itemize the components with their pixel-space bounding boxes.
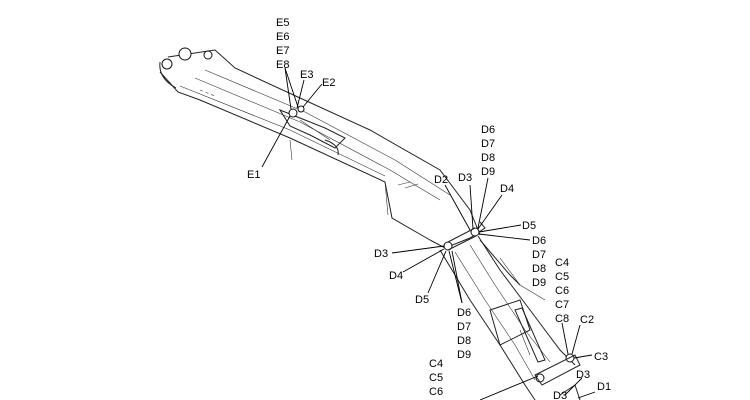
callout-e6: E6 — [276, 31, 289, 43]
callout-c4-left: C4 — [429, 358, 443, 370]
callout-c6-right: C6 — [555, 285, 569, 297]
callout-d8-mid: D8 — [457, 335, 471, 347]
callout-e2: E2 — [322, 77, 335, 89]
callout-d6-top: D6 — [481, 124, 495, 136]
e-pin-icon — [297, 105, 305, 113]
callout-d5-right: D5 — [522, 220, 536, 232]
callout-c4-right: C4 — [555, 257, 569, 269]
callout-e3: E3 — [300, 69, 313, 81]
callout-labels: E5 E6 E7 E8 E3 E2 E1 D6 D7 D8 D9 D2 D3 D… — [247, 17, 611, 400]
callout-c5-right: C5 — [555, 271, 569, 283]
callout-c2: C2 — [580, 314, 594, 326]
callout-d7-right: D7 — [532, 249, 546, 261]
callout-d7-top: D7 — [481, 138, 495, 150]
callout-d3-top: D3 — [458, 172, 472, 184]
callout-d9-right: D9 — [532, 277, 546, 289]
callout-d3-bottom-b: D3 — [553, 390, 567, 400]
leader-lines — [261, 67, 596, 400]
callout-c6-left: C6 — [429, 386, 443, 398]
callout-d4-left: D4 — [389, 270, 403, 282]
callout-c5-left: C5 — [429, 372, 443, 384]
callout-d8-top: D8 — [481, 152, 495, 164]
boom-body — [159, 47, 481, 241]
boom-head — [429, 221, 486, 251]
callout-d5-left: D5 — [415, 294, 429, 306]
callout-d2: D2 — [434, 174, 448, 186]
callout-c7-right: C7 — [555, 299, 569, 311]
foot-pin-icon — [161, 58, 173, 70]
callout-e1: E1 — [247, 169, 260, 181]
callout-d1: D1 — [597, 381, 611, 393]
callout-d7-mid: D7 — [457, 321, 471, 333]
callout-d9-mid: D9 — [457, 349, 471, 361]
callout-e7: E7 — [276, 45, 289, 57]
foot-pin-icon — [178, 47, 192, 61]
callout-d8-right: D8 — [532, 263, 546, 275]
e-pin-icon — [288, 108, 298, 118]
callout-d4-top: D4 — [500, 183, 514, 195]
foot-pin-icon — [203, 50, 213, 60]
callout-d3-left: D3 — [374, 248, 388, 260]
callout-c8-right: C8 — [555, 313, 569, 325]
callout-d3-bottom-a: D3 — [576, 369, 590, 381]
callout-c3: C3 — [594, 351, 608, 363]
callout-d6-right: D6 — [532, 235, 546, 247]
callout-e5: E5 — [276, 17, 289, 29]
callout-d9-top: D9 — [481, 166, 495, 178]
callout-d6-mid: D6 — [457, 307, 471, 319]
callout-e8: E8 — [276, 59, 289, 71]
